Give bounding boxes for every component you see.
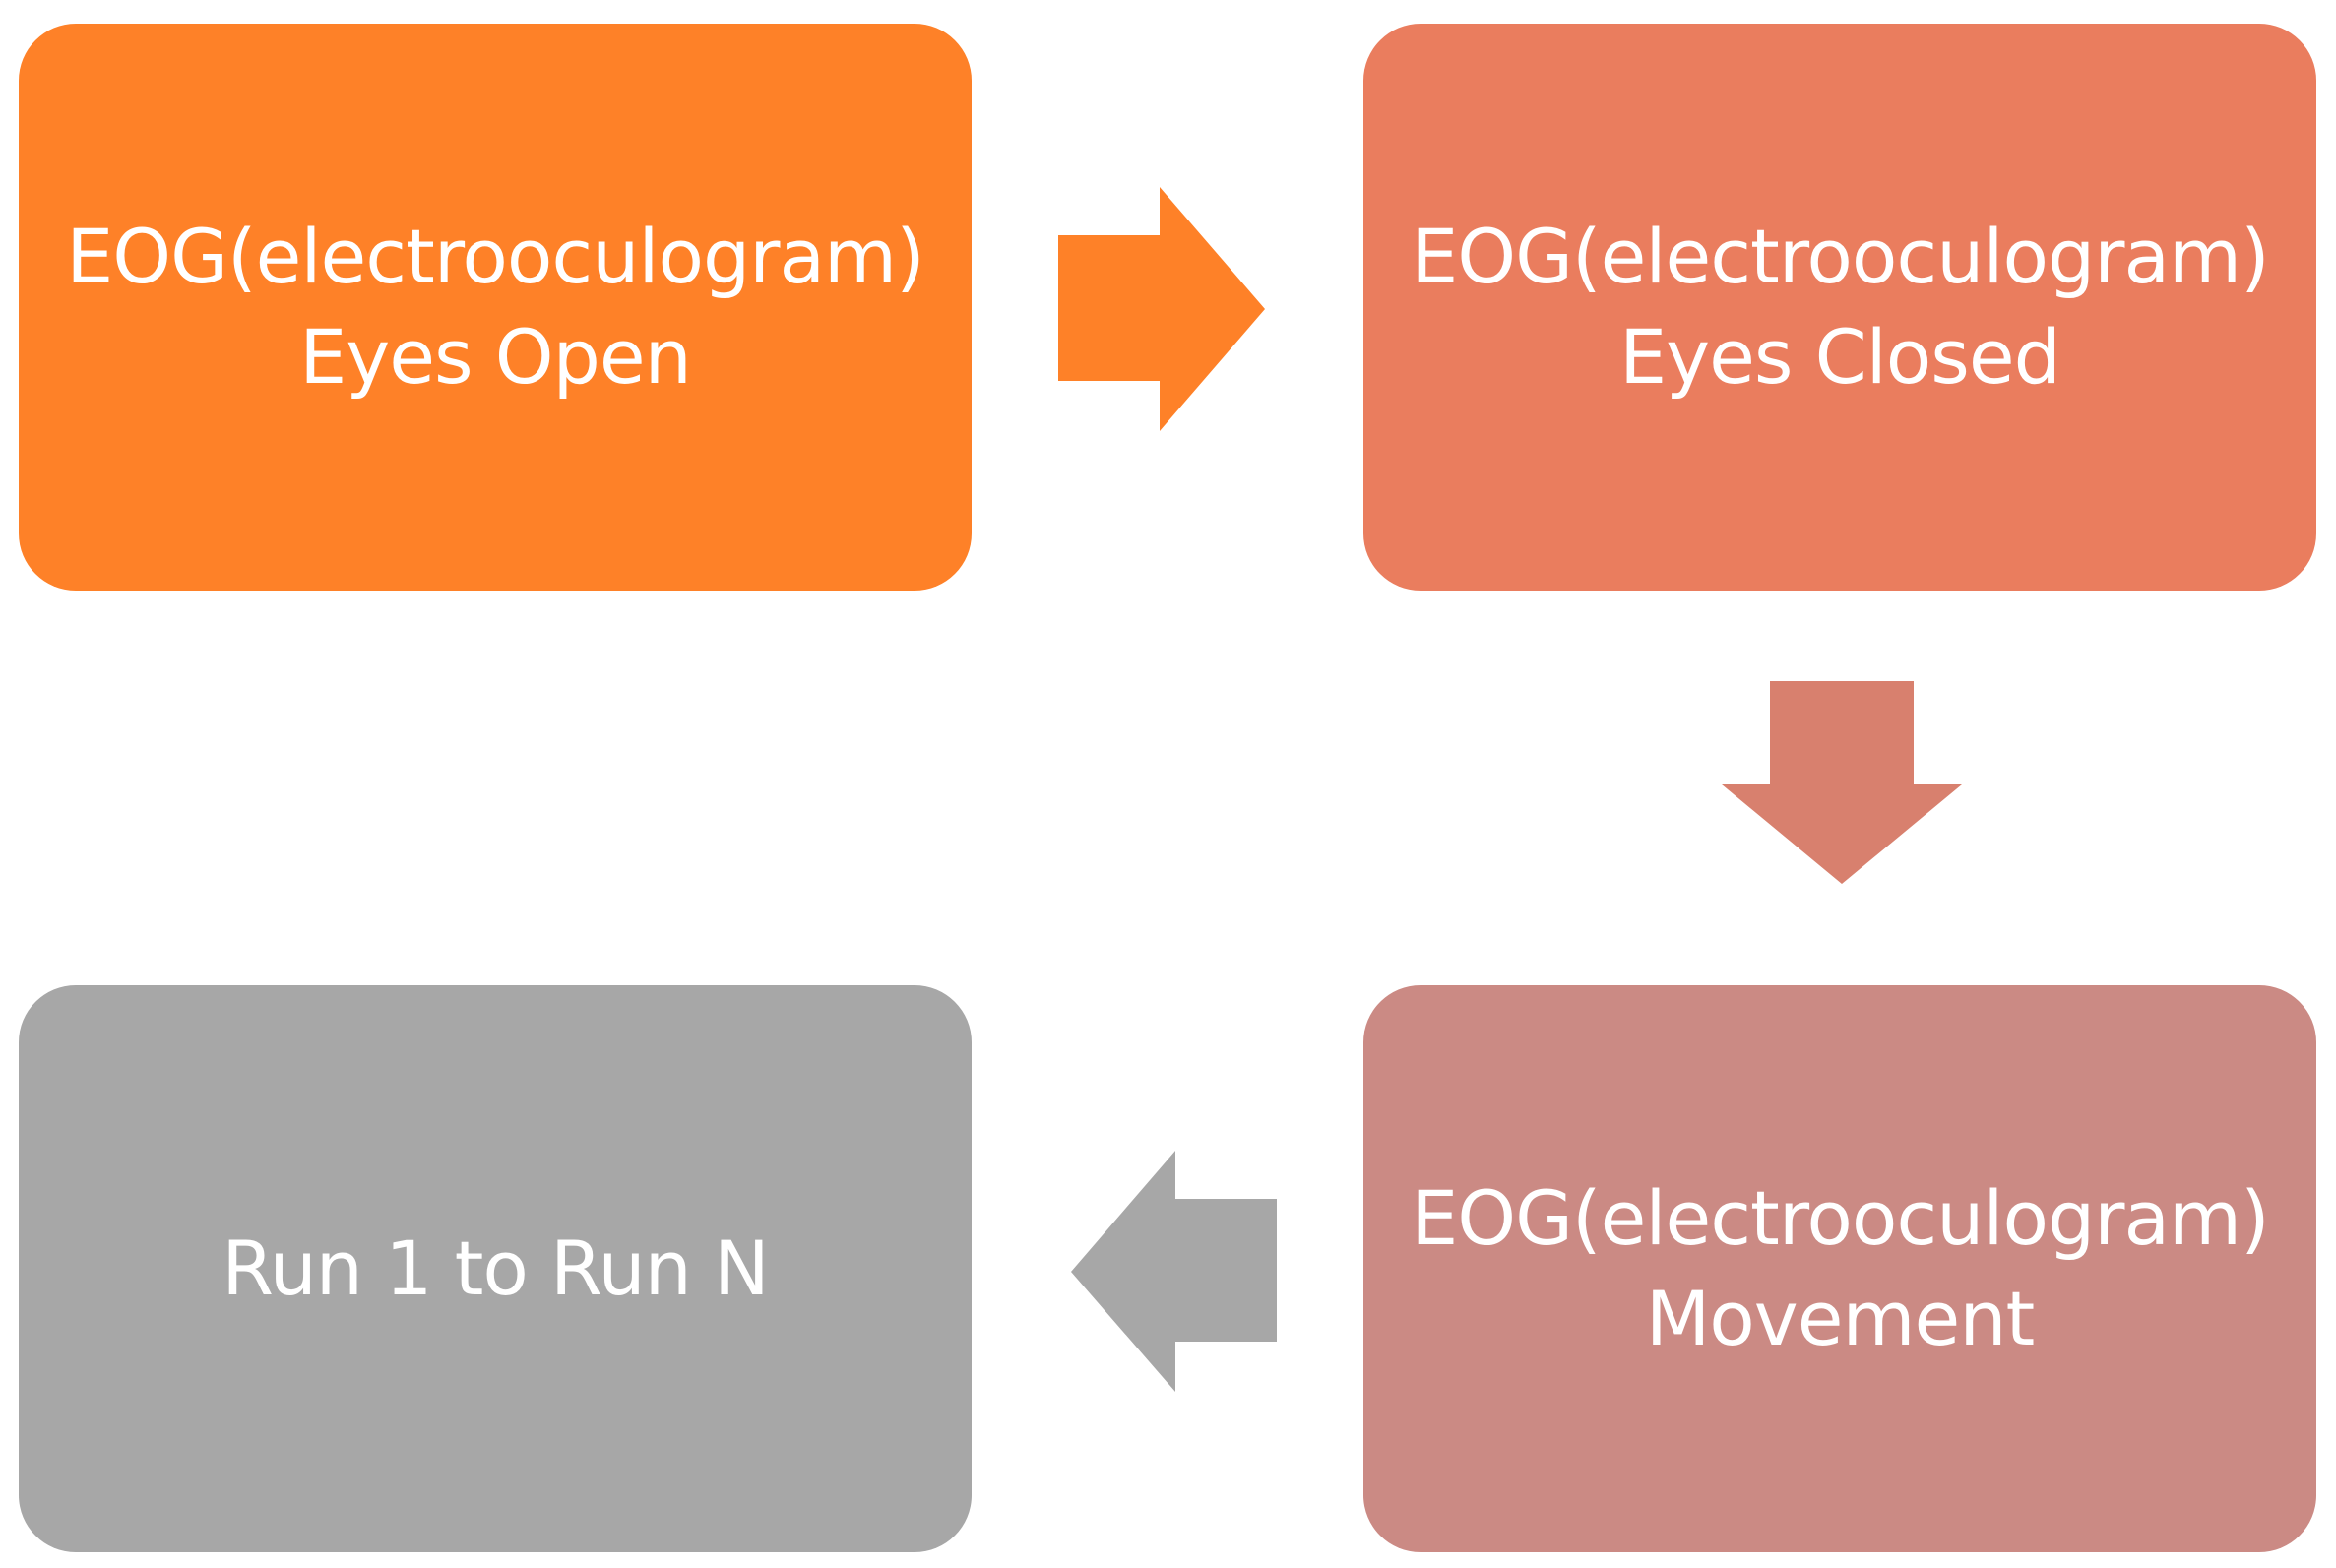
step-title: EOG(electrooculogram) (1411, 213, 2269, 300)
step-run-1-to-run-n: Run 1 to Run N (19, 985, 972, 1552)
step-title: EOG(electrooculogram) (1411, 1174, 2269, 1262)
arrow-left-icon (1071, 1151, 1277, 1392)
step-title: EOG(electrooculogram) (66, 213, 924, 300)
step-eyes-closed: EOG(electrooculogram) Eyes Closed (1363, 24, 2316, 591)
step-subtitle: Eyes Closed (1619, 313, 2061, 401)
arrow-down-icon (1722, 681, 1962, 884)
step-subtitle: Eyes Open (299, 313, 691, 401)
step-title: Run 1 to Run N (221, 1224, 770, 1312)
step-subtitle: Movement (1645, 1275, 2036, 1362)
step-eyes-open: EOG(electrooculogram) Eyes Open (19, 24, 972, 591)
step-movement: EOG(electrooculogram) Movement (1363, 985, 2316, 1552)
arrow-right-icon (1058, 187, 1265, 431)
